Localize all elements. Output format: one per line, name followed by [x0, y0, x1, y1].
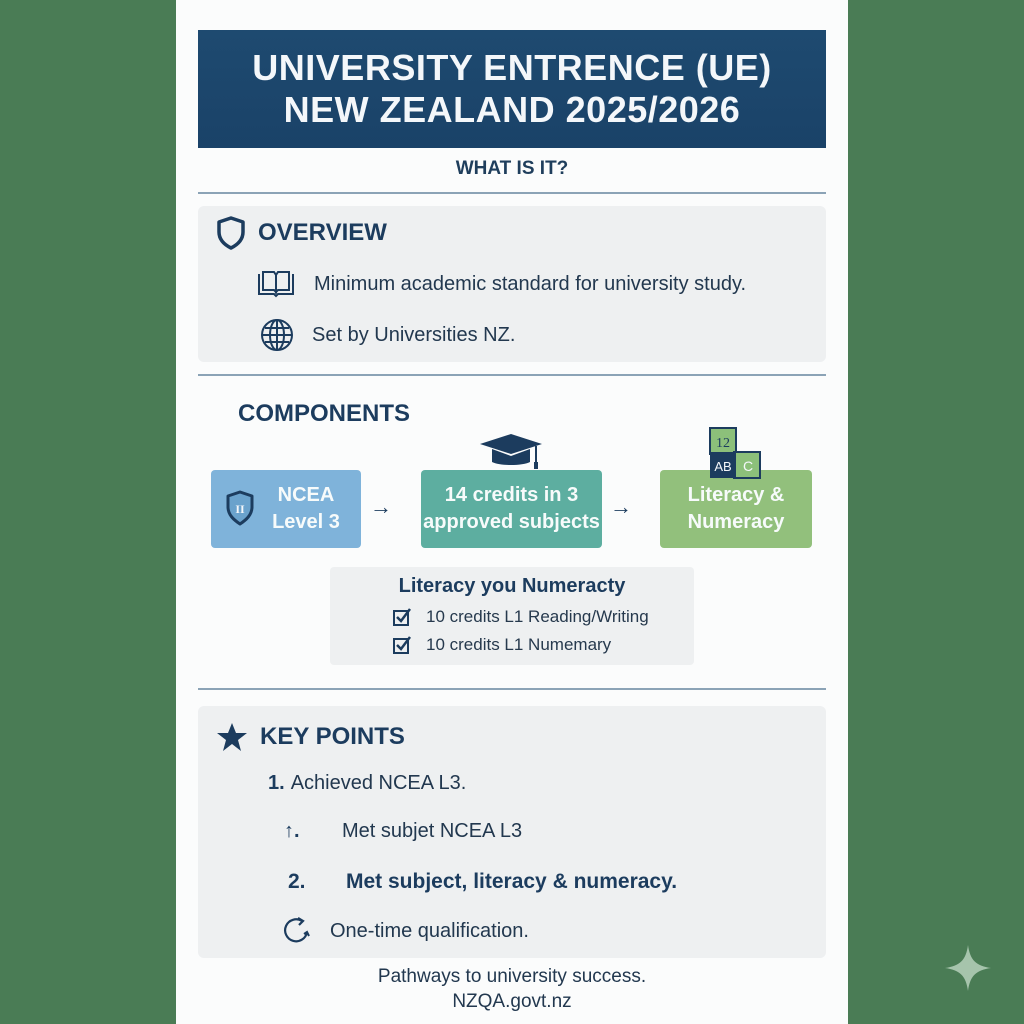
- key-point-item: 1. Achieved NCEA L3.: [268, 772, 466, 795]
- overview-item-text: Set by Universities NZ.: [312, 323, 516, 346]
- book-icon: [256, 270, 296, 298]
- overview-item: Minimum academic standard for university…: [256, 270, 746, 298]
- overview-heading-text: OVERVIEW: [258, 219, 387, 246]
- component-ncea-level3: II NCEA Level 3: [211, 470, 361, 548]
- title-banner: UNIVERSITY ENTRENCE (UE) NEW ZEALAND 202…: [198, 30, 826, 148]
- checkbox-checked-icon: [392, 635, 412, 655]
- subtitle: WHAT IS IT?: [455, 158, 569, 179]
- key-point-marker: 2.: [288, 870, 306, 893]
- literacy-item-text: 10 credits L1 Numemary: [426, 635, 612, 654]
- title-line-2: NEW ZEALAND 2025/2026: [283, 89, 741, 130]
- svg-text:II: II: [235, 502, 245, 516]
- shield-badge-icon: II: [225, 490, 255, 526]
- key-point-item: One-time qualification.: [282, 916, 529, 946]
- divider: [198, 688, 826, 690]
- globe-icon: [260, 318, 294, 352]
- overview-heading: OVERVIEW: [216, 216, 387, 250]
- svg-text:C: C: [743, 458, 753, 474]
- key-point-text: One-time qualification.: [330, 919, 529, 942]
- component-credits: 14 credits in 3 approved subjects: [421, 470, 602, 548]
- refresh-icon: [282, 916, 312, 946]
- footer-website: NZQA.govt.nz: [452, 991, 572, 1012]
- component-line-2: Numeracy: [687, 511, 785, 533]
- arrow-right-icon: →: [610, 494, 632, 519]
- literacy-item: 10 credits L1 Reading/Writing: [392, 607, 649, 627]
- component-line-1: NCEA: [277, 484, 335, 506]
- sparkle-icon: [943, 943, 993, 998]
- component-line-2: Level 3: [272, 511, 340, 533]
- key-point-text: Met subject, literacy & numeracy.: [346, 870, 678, 893]
- divider: [198, 374, 826, 376]
- component-line-1: Literacy &: [687, 484, 785, 506]
- components-heading-text: COMPONENTS: [238, 400, 411, 427]
- svg-text:AB: AB: [714, 459, 731, 474]
- component-line-1: 14 credits in 3: [444, 484, 579, 506]
- overview-panel: [198, 206, 826, 362]
- literacy-numeracy-panel: Literacy you Numeracty 10 credits L1 Rea…: [330, 567, 694, 665]
- key-points-heading: KEY POINTS: [216, 722, 405, 752]
- literacy-item-text: 10 credits L1 Reading/Writing: [426, 607, 649, 626]
- star-icon: [216, 722, 248, 752]
- arrow-right-icon: →: [370, 494, 392, 519]
- components-heading: COMPONENTS: [238, 400, 410, 428]
- key-points-heading-text: KEY POINTS: [260, 723, 405, 750]
- overview-item: Set by Universities NZ.: [260, 318, 515, 352]
- footer-tagline: Pathways to university success.: [377, 966, 647, 987]
- infographic-page: UNIVERSITY ENTRENCE (UE) NEW ZEALAND 202…: [176, 0, 848, 1024]
- component-literacy-numeracy: Literacy & Numeracy: [660, 470, 812, 548]
- component-line-2: approved subjects: [423, 511, 600, 533]
- key-point-marker: 1.: [268, 772, 285, 794]
- title-line-1: UNIVERSITY ENTRENCE (UE): [252, 47, 772, 88]
- svg-text:12: 12: [716, 436, 730, 451]
- overview-item-text: Minimum academic standard for university…: [314, 272, 747, 295]
- checkbox-checked-icon: [392, 607, 412, 627]
- key-point-item: ↑. Met subjet NCEA L3: [284, 820, 522, 843]
- key-point-text: Met subjet NCEA L3: [342, 820, 523, 842]
- shield-icon: [216, 216, 246, 250]
- key-point-item: 2. Met subject, literacy & numeracy.: [288, 870, 677, 894]
- graduation-cap-icon: [478, 432, 544, 472]
- literacy-item: 10 credits L1 Numemary: [392, 635, 611, 655]
- literacy-panel-title: Literacy you Numeracty: [398, 575, 626, 597]
- key-point-text: Achieved NCEA L3.: [290, 772, 467, 794]
- divider: [198, 192, 826, 194]
- arrow-up-icon: ↑.: [284, 820, 300, 842]
- key-points-panel: [198, 706, 826, 958]
